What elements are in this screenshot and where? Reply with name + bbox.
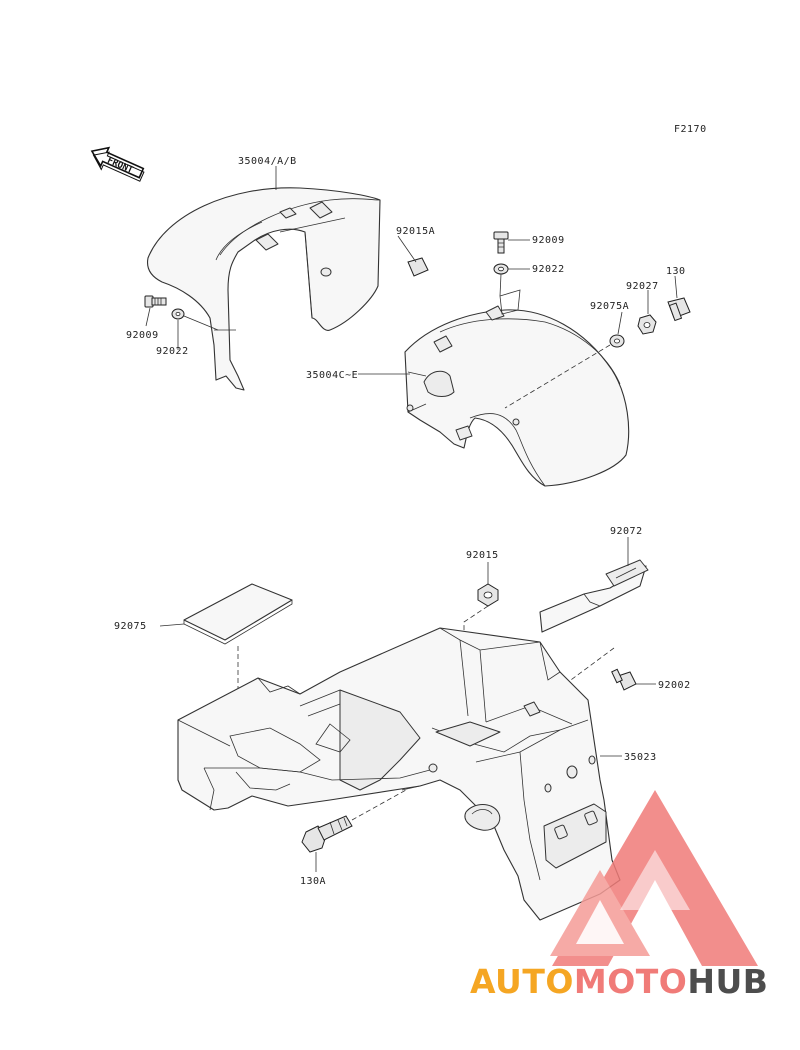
label-92009-top: 92009 [532, 235, 565, 246]
leader-92022-to-fender [183, 315, 219, 331]
rear-fender-35023 [177, 627, 621, 921]
label-92022-left: 92022 [156, 346, 189, 357]
bolt-92009-top [493, 231, 509, 254]
label-92075a: 92075A [590, 301, 629, 312]
watermark-moto: MOTO [573, 962, 688, 1001]
assembly-line-130a [351, 789, 407, 821]
leader-92022-to-fender [499, 273, 502, 297]
assembly-line-92075a [504, 344, 611, 409]
leader-92075 [159, 623, 185, 627]
leader-130 [674, 275, 678, 299]
washer-92022-top [493, 263, 509, 275]
figure-code: F2170 [674, 124, 707, 135]
bolt-130 [667, 297, 691, 322]
rear-fender-front-35004ce [404, 289, 630, 487]
label-92022-top: 92022 [532, 264, 565, 275]
pad-92075 [183, 583, 293, 645]
bolt-92009-left [144, 295, 167, 308]
watermark-logo-icon [550, 790, 758, 966]
label-35023: 35023 [624, 752, 657, 763]
front-arrow-icon: FRONT [90, 146, 145, 182]
label-92002: 92002 [658, 680, 691, 691]
nut-92027 [637, 314, 657, 335]
label-35004ab: 35004/A/B [238, 156, 297, 167]
label-92015: 92015 [466, 550, 499, 561]
label-92027: 92027 [626, 281, 659, 292]
label-130: 130 [666, 266, 686, 277]
washer-92075a [609, 334, 625, 348]
label-92072: 92072 [610, 526, 643, 537]
watermark-hub: HUB [687, 962, 769, 1001]
watermark-auto: AUTO [470, 962, 574, 1001]
nut-92015 [477, 583, 499, 607]
leader-92075a [617, 311, 623, 335]
label-130a: 130A [300, 876, 326, 887]
label-92075: 92075 [114, 621, 147, 632]
bracket-92072 [539, 559, 649, 633]
washer-92022-left [171, 308, 185, 320]
screw-92002 [611, 668, 637, 691]
label-35004ce: 35004C~E [306, 370, 358, 381]
leader-92015a [397, 235, 417, 263]
label-92009-left: 92009 [126, 330, 159, 341]
watermark-brand: AUTOMOTOHUB [470, 960, 800, 1004]
leader-92009-left [145, 307, 151, 327]
front-fender-35004 [146, 187, 429, 391]
bolt-130a [301, 815, 353, 853]
label-92015a: 92015A [396, 226, 435, 237]
